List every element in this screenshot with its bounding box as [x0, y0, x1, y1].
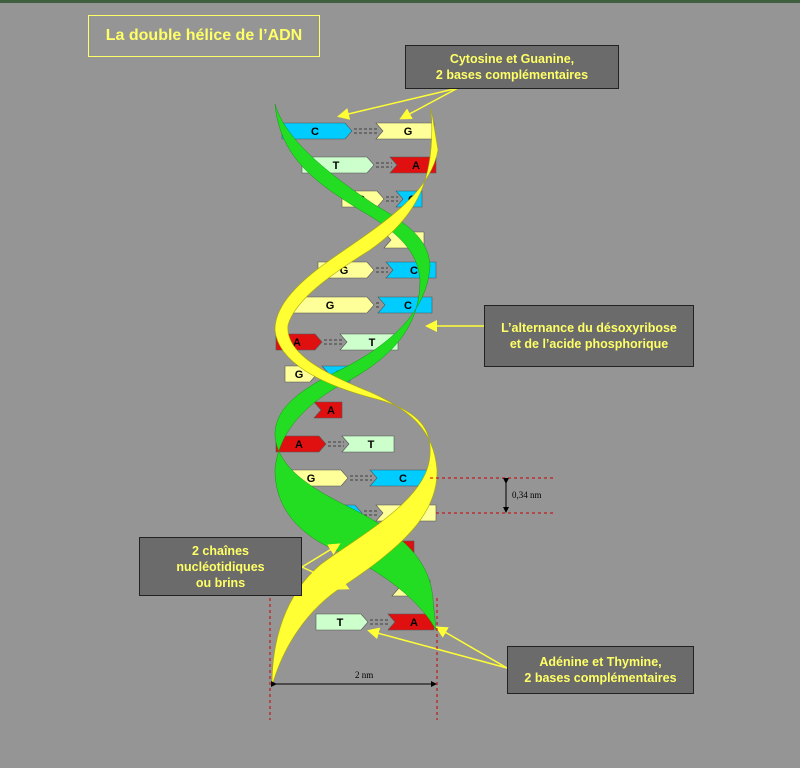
base-left-letter: T [333, 160, 340, 172]
base-right-letter: C [404, 300, 412, 312]
base-right-letter: A [327, 405, 335, 417]
base-left-letter: C [311, 126, 319, 138]
base-left [315, 613, 369, 631]
callout-cg-line1: Cytosine et Guanine, [449, 52, 575, 66]
callout-backbone-line2: et de l’acide phosphorique [509, 337, 669, 351]
base-right-letter: T [369, 337, 376, 349]
base-left-letter: G [295, 369, 304, 381]
callout-backbone-line1: L’alternance du désoxyribose [501, 321, 677, 335]
measurement-guides [269, 477, 555, 720]
callout-backbone: L’alternance du désoxyribose et de l’aci… [484, 305, 694, 367]
base-right-letter: A [410, 617, 418, 629]
base-right-letter: A [412, 160, 420, 172]
base-left [275, 435, 327, 453]
base-left-letter: A [293, 337, 301, 349]
page-title: La double hélice de l’ADN [88, 15, 320, 57]
callout-at-line1: Adénine et Thymine, [539, 655, 662, 669]
base-pair: A [313, 401, 343, 419]
base-right [313, 401, 343, 419]
base-left-letter: G [326, 300, 335, 312]
callout-strands-line2: nucléotidiques [176, 559, 265, 574]
base-right-letter: C [410, 265, 418, 277]
base-right [375, 122, 435, 140]
base-left-letter: A [295, 439, 303, 451]
callout-arrows [301, 87, 508, 669]
base-right [389, 156, 437, 174]
page-title-text: La double hélice de l’ADN [105, 27, 303, 44]
base-right [369, 469, 431, 487]
rise-measure-label: 0,34 nm [512, 490, 542, 500]
callout-adenine-thymine: Adénine et Thymine, 2 bases complémentai… [507, 646, 694, 694]
top-border-line [0, 0, 800, 3]
base-right [341, 435, 395, 453]
base-left-letter: T [337, 617, 344, 629]
base-right-letter: C [399, 473, 407, 485]
green-strand [274, 103, 437, 631]
callout-cytosine-guanine: Cytosine et Guanine, 2 bases complémenta… [405, 45, 619, 89]
callout-strands: 2 chaînes nucléotidiques ou brins [139, 537, 302, 596]
callout-cg-line2: 2 bases complémentaires [435, 68, 589, 82]
base-left-letter: G [340, 265, 349, 277]
width-measure-label: 2 nm [355, 670, 373, 680]
base-left [281, 122, 353, 140]
callout-at-line2: 2 bases complémentaires [524, 671, 677, 685]
base-right-letter: G [404, 126, 413, 138]
base-left-letter: G [307, 473, 316, 485]
callout-strands-line1: 2 chaînes [192, 543, 249, 558]
callout-strands-line3: ou brins [195, 575, 246, 590]
base-right-letter: T [368, 439, 375, 451]
